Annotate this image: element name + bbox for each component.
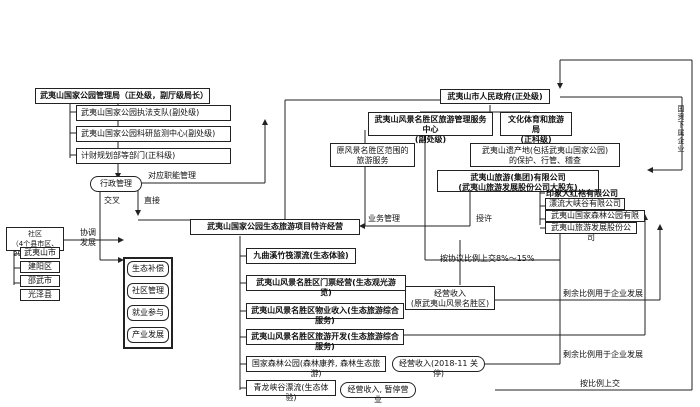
closed-revenue-label: 经营收入(2018-11 关停) bbox=[392, 356, 485, 378]
admin-mgmt-label: 行政管理 bbox=[90, 176, 142, 192]
revenue-box: 经营收入 (原武夷山风景名胜区) bbox=[405, 286, 495, 310]
proportion-label: 按比例上交 bbox=[580, 379, 620, 388]
scenic-service-center: 武夷山风景名胜区旅游管理服务中心 (副处级) bbox=[368, 112, 493, 144]
project-qinglong: 青龙峡谷漂流(生态体验) bbox=[246, 380, 336, 402]
project-forest-park: 国家森林公园(森林康养, 森林生态旅游) bbox=[246, 356, 386, 378]
county-jianyang: 建阳区 bbox=[20, 261, 60, 273]
project-jiuqu: 九曲溪竹筏漂流(生态体验) bbox=[246, 248, 356, 264]
company-tourism-dev: 武夷山旅游发展股份公司 bbox=[545, 222, 637, 242]
remaining-usage-1: 剩余比例用于企业发展 bbox=[563, 289, 643, 298]
cross-label: 交叉 bbox=[104, 196, 120, 205]
ratio-label: 按协议比例上交8%～15% bbox=[440, 254, 535, 263]
company-impression: 印象大红袍有限公司 bbox=[546, 189, 618, 198]
licensed-label: 授许 bbox=[476, 214, 492, 223]
coordinate-label: 协调 发展 bbox=[80, 228, 96, 247]
direct-label: 直接 bbox=[144, 196, 160, 205]
function-industry: 产业发展 bbox=[127, 327, 169, 343]
business-mgmt-label: 业务管理 bbox=[368, 214, 400, 223]
culture-bureau: 文化体育和旅游局 (正科级) bbox=[500, 112, 572, 144]
tourism-group-box: 武夷山旅游(集团)有限公司 (武夷山旅游发展股份公司大股东) bbox=[437, 170, 599, 192]
project-development: 武夷山风景名胜区旅游开发(生态旅游综合服务) bbox=[246, 329, 404, 351]
function-community-mgmt: 社区管理 bbox=[127, 283, 169, 299]
unit-enforcement: 武夷山国家公园执法支队(副处级) bbox=[76, 105, 231, 121]
franchise-box: 武夷山国家公园生态旅游项目特许经营 bbox=[190, 219, 360, 235]
county-wuyishan: 武夷山市 bbox=[20, 247, 60, 259]
state-enterprise-label: 国资下属企业 bbox=[677, 105, 685, 153]
heritage-box: 武夷山遗产地(包括武夷山国家公园) 的保护、行管、稽查 bbox=[470, 143, 620, 167]
project-property: 武夷山风景名胜区物业收入(生态旅游综合服务) bbox=[246, 303, 404, 325]
unit-finance: 计财规划部等部门(正科级) bbox=[76, 148, 231, 164]
government-box: 武夷山市人民政府(正处级) bbox=[440, 89, 550, 104]
function-employment: 就业参与 bbox=[127, 305, 169, 321]
county-guangze: 光泽县 bbox=[20, 289, 60, 301]
unit-research: 武夷山国家公园科研监测中心(副处级) bbox=[76, 126, 231, 142]
function-eco-compensation: 生态补偿 bbox=[127, 261, 169, 277]
suspended-revenue-label: 经营收入, 暂停营业 bbox=[340, 382, 416, 404]
park-admin-box: 武夷山国家公园管理局（正处级，副厅级局长） bbox=[35, 88, 210, 104]
scenic-tourism-box: 原风景名胜区范围的 旅游服务 bbox=[330, 143, 415, 167]
project-tickets: 武夷山风景名胜区门票经营(生态观光游览) bbox=[246, 275, 406, 297]
functional-mgmt-label: 对应职能管理 bbox=[148, 171, 196, 180]
county-shaowu: 邵武市 bbox=[20, 275, 60, 287]
company-rafting: 漂流大峡谷有限公司 bbox=[545, 198, 625, 210]
company-forest-park: 武夷山国家森林公园有限公司 bbox=[545, 210, 645, 230]
remaining-usage-2: 剩余比例用于企业发展 bbox=[563, 350, 643, 359]
